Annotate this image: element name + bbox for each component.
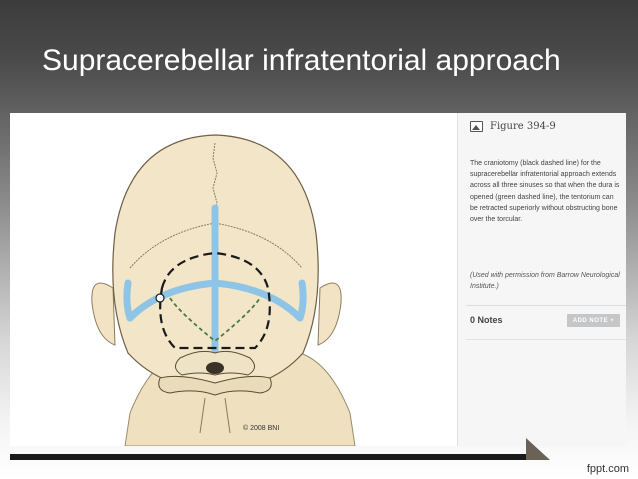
divider	[466, 339, 626, 340]
skull-illustration: © 2008 BNI	[10, 113, 465, 446]
add-note-button[interactable]: ADD NOTE +	[567, 314, 620, 327]
figure-caption: The craniotomy (black dashed line) for t…	[470, 160, 620, 224]
permission-note: (Used with permission from Barrow Neurol…	[470, 272, 620, 291]
figure-header: Figure 394-9	[470, 121, 556, 132]
skull-drawing	[91, 134, 356, 446]
footer-wedge	[526, 438, 550, 460]
copyright-text: © 2008 BNI	[243, 425, 280, 432]
footer-bar	[10, 454, 528, 460]
figure-label: Figure 394-9	[490, 121, 556, 132]
image-icon	[470, 121, 483, 132]
brand-text[interactable]: fppt.com	[586, 463, 629, 475]
slide-title: Supracerebellar infratentorial approach	[42, 44, 561, 77]
notes-count: 0 Notes	[470, 315, 503, 325]
figure-viewer: © 2008 BNI Figure 394-9 The craniotomy (…	[10, 113, 626, 446]
figure-info-panel: Figure 394-9 The craniotomy (black dashe…	[457, 113, 626, 446]
divider	[466, 305, 626, 306]
